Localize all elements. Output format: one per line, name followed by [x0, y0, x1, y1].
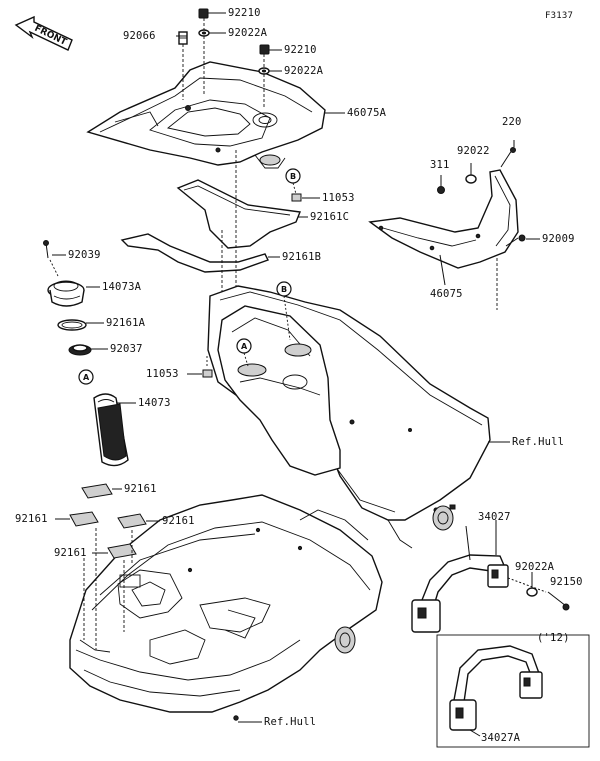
part-label-92161-right: 92161 — [162, 515, 195, 527]
bolt-92210-top-icon — [198, 8, 209, 19]
part-label-92161-top: 92161 — [124, 483, 157, 495]
part-label-ref-hull-lower: Ref.Hull — [264, 716, 317, 728]
cap-screw-92039-icon — [43, 240, 49, 259]
part-label-46075A: 46075A — [347, 107, 387, 119]
front-arrow-icon: FRONT — [14, 15, 73, 51]
seal-92161B-part — [120, 233, 269, 273]
part-label-14073: 14073 — [138, 397, 171, 409]
hose-14073-part — [93, 393, 129, 467]
pad-92161-left-icon — [69, 511, 99, 527]
part-label-92009: 92009 — [542, 233, 575, 245]
part-label-92066: 92066 — [123, 30, 156, 42]
filler-neck-14073A-part — [47, 280, 85, 307]
part-label-92022A-top: 92022A — [228, 27, 268, 39]
pad-92161-top-icon — [81, 483, 113, 499]
washer-92022A-second-icon — [258, 67, 270, 75]
part-label-92037: 92037 — [110, 343, 143, 355]
seal-92161C-part — [176, 179, 301, 249]
clip-11053-icon — [291, 193, 302, 202]
part-label-92161A: 92161A — [106, 317, 146, 329]
grab-handle-34027A-part — [449, 645, 543, 731]
part-label-220: 220 — [502, 116, 522, 128]
part-label-92161B: 92161B — [282, 251, 322, 263]
part-label-92150: 92150 — [550, 576, 583, 588]
washer-92022A-handle-icon — [526, 587, 538, 597]
washer-92022A-top-icon — [198, 29, 210, 37]
part-label-11053-upper: 11053 — [322, 192, 355, 204]
bolt-92066-icon — [178, 31, 188, 45]
part-label-34027A: 34027A — [481, 732, 521, 744]
svg-text:B: B — [290, 172, 296, 181]
grab-handle-34027-part — [411, 554, 509, 633]
part-label-92039: 92039 — [68, 249, 101, 261]
part-label-11053-lower: 11053 — [146, 368, 179, 380]
variant-inset-box — [436, 634, 590, 748]
nut-311-icon — [437, 186, 445, 194]
part-label-92022: 92022 — [457, 145, 490, 157]
bolt-92210-second-icon — [259, 44, 270, 55]
pad-92161-bottom-icon — [107, 543, 137, 559]
part-label-92161-bottom: 92161 — [54, 547, 87, 559]
part-label-92022A-second: 92022A — [284, 65, 324, 77]
screw-92009-icon — [505, 234, 526, 247]
part-label-92161-left: 92161 — [15, 513, 48, 525]
part-label-311: 311 — [430, 159, 450, 171]
cover-46075-part — [368, 169, 519, 269]
part-label-34027: 34027 — [478, 511, 511, 523]
clamp-92037-icon — [68, 344, 92, 356]
part-label-46075: 46075 — [430, 288, 463, 300]
part-label-92210-top: 92210 — [228, 7, 261, 19]
cover-46075A-part — [86, 61, 326, 169]
part-label-ref-hull-upper: Ref.Hull — [512, 436, 565, 448]
variant-year-label: ('12) — [537, 632, 570, 644]
part-label-92210-second: 92210 — [284, 44, 317, 56]
screw-220-icon — [500, 147, 516, 168]
oring-92161A-icon — [57, 319, 87, 331]
figure-code: F3137 — [545, 11, 574, 21]
svg-text:B: B — [281, 285, 287, 294]
clip-11053-lower-icon — [202, 369, 213, 378]
svg-text:A: A — [83, 373, 90, 382]
svg-text:A: A — [241, 342, 248, 351]
part-label-92022A-handle: 92022A — [515, 561, 555, 573]
pad-92161-right-icon — [117, 513, 147, 529]
washer-92022-icon — [465, 174, 477, 184]
hull-lower-part — [69, 494, 383, 721]
bolt-92150-icon — [547, 591, 570, 611]
part-label-14073A: 14073A — [102, 281, 142, 293]
part-label-92161C: 92161C — [310, 211, 350, 223]
